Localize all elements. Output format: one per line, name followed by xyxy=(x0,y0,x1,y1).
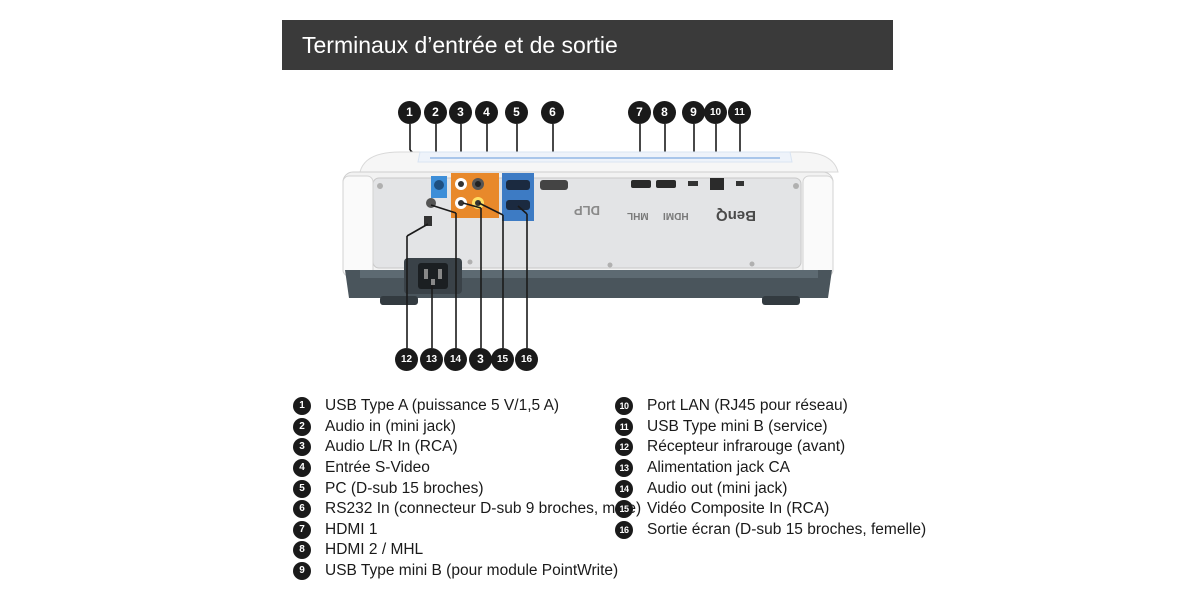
legend-number: 5 xyxy=(293,479,311,498)
projector-base xyxy=(345,270,832,298)
callout-bottom-14: 14 xyxy=(444,348,467,371)
legend-text: USB Type mini B (service) xyxy=(647,417,828,435)
callout-top-5: 5 xyxy=(505,101,528,124)
callout-top-8: 8 xyxy=(653,101,676,124)
projector-rear-body xyxy=(342,171,834,278)
legend-text: RS232 In (connecteur D-sub 9 broches, mâ… xyxy=(325,500,642,518)
callout-bottom-16: 16 xyxy=(515,348,538,371)
legend-text: HDMI 1 xyxy=(325,520,378,538)
brand-logo: BenQ xyxy=(716,207,757,224)
legend-text: Port LAN (RJ45 pour réseau) xyxy=(647,397,848,415)
legend-item: 15 Vidéo Composite In (RCA) xyxy=(615,499,926,520)
legend-item: 4 Entrée S-Video xyxy=(293,458,641,479)
legend-item: 3 Audio L/R In (RCA) xyxy=(293,437,641,458)
legend-text: Récepteur infrarouge (avant) xyxy=(647,438,846,456)
legend-number: 13 xyxy=(615,459,633,478)
legend-number: 11 xyxy=(615,417,633,436)
legend-number: 14 xyxy=(615,479,633,498)
callout-bottom-15: 15 xyxy=(491,348,514,371)
projector-top-shell xyxy=(359,151,839,173)
vga-block xyxy=(502,173,534,221)
legend-item: 12 Récepteur infrarouge (avant) xyxy=(615,437,926,458)
legend-item: 7 HDMI 1 xyxy=(293,520,641,541)
legend-item: 6 RS232 In (connecteur D-sub 9 broches, m… xyxy=(293,499,641,520)
leader-lines-top xyxy=(409,124,741,182)
hdmi-logo: HDMI xyxy=(663,210,689,221)
legend-item: 10 Port LAN (RJ45 pour réseau) xyxy=(615,396,926,417)
legend-number: 4 xyxy=(293,459,311,478)
audio-block xyxy=(451,173,499,218)
legend-text: Sortie écran (D-sub 15 broches, femelle) xyxy=(647,520,927,538)
legend-item: 1 USB Type A (puissance 5 V/1,5 A) xyxy=(293,396,641,417)
legend-item: 5 PC (D-sub 15 broches) xyxy=(293,478,641,499)
callout-top-2: 2 xyxy=(424,101,447,124)
legend-text: Audio out (mini jack) xyxy=(647,479,788,497)
legend-number: 6 xyxy=(293,500,311,519)
io-panel xyxy=(372,177,802,269)
mhl-logo: MHL xyxy=(627,210,649,221)
legend-number: 8 xyxy=(293,541,311,560)
legend-number: 15 xyxy=(615,500,633,519)
legend-number: 3 xyxy=(293,438,311,457)
legend-number: 1 xyxy=(293,397,311,416)
legend-number: 12 xyxy=(615,438,633,457)
legend-text: PC (D-sub 15 broches) xyxy=(325,479,484,497)
legend-number: 16 xyxy=(615,520,633,539)
legend-item: 9 USB Type mini B (pour module PointWrite… xyxy=(293,561,641,582)
legend-number: 7 xyxy=(293,520,311,539)
callout-top-1: 1 xyxy=(398,101,421,124)
callout-bottom-12: 12 xyxy=(395,348,418,371)
legend-item: 16 Sortie écran (D-sub 15 broches, femell… xyxy=(615,520,926,541)
leader-lines-bottom xyxy=(406,202,528,348)
callout-bottom-3: 3 xyxy=(469,348,492,371)
legend-text: Vidéo Composite In (RCA) xyxy=(647,500,830,518)
legend-text: USB Type mini B (pour module PointWrite) xyxy=(325,562,619,580)
power-socket-frame xyxy=(404,258,462,294)
legend-right: 10 Port LAN (RJ45 pour réseau) 11 USB Type… xyxy=(615,396,926,540)
legend-number: 9 xyxy=(293,562,311,581)
callout-top-10: 10 xyxy=(704,101,727,124)
callout-top-7: 7 xyxy=(628,101,651,124)
legend-text: Audio in (mini jack) xyxy=(325,417,456,435)
callout-top-9: 9 xyxy=(682,101,705,124)
callout-top-3: 3 xyxy=(449,101,472,124)
legend-item: 2 Audio in (mini jack) xyxy=(293,417,641,438)
legend-number: 10 xyxy=(615,397,633,416)
callout-top-11: 11 xyxy=(728,101,751,124)
legend-text: Entrée S-Video xyxy=(325,459,430,477)
foot-right xyxy=(762,296,800,305)
page-title: Terminaux d’entrée et de sortie xyxy=(282,20,893,70)
legend-number: 2 xyxy=(293,417,311,436)
callout-top-6: 6 xyxy=(541,101,564,124)
legend-text: Audio L/R In (RCA) xyxy=(325,438,458,456)
callout-top-4: 4 xyxy=(475,101,498,124)
legend-text: USB Type A (puissance 5 V/1,5 A) xyxy=(325,397,560,415)
legend-item: 11 USB Type mini B (service) xyxy=(615,417,926,438)
legend-text: Alimentation jack CA xyxy=(647,459,791,477)
legend-item: 8 HDMI 2 / MHL xyxy=(293,540,641,561)
legend-item: 13 Alimentation jack CA xyxy=(615,458,926,479)
legend-item: 14 Audio out (mini jack) xyxy=(615,478,926,499)
dlp-logo: DLP xyxy=(574,203,600,218)
foot-left xyxy=(380,296,418,305)
legend-text: HDMI 2 / MHL xyxy=(325,541,424,559)
callout-bottom-13: 13 xyxy=(420,348,443,371)
